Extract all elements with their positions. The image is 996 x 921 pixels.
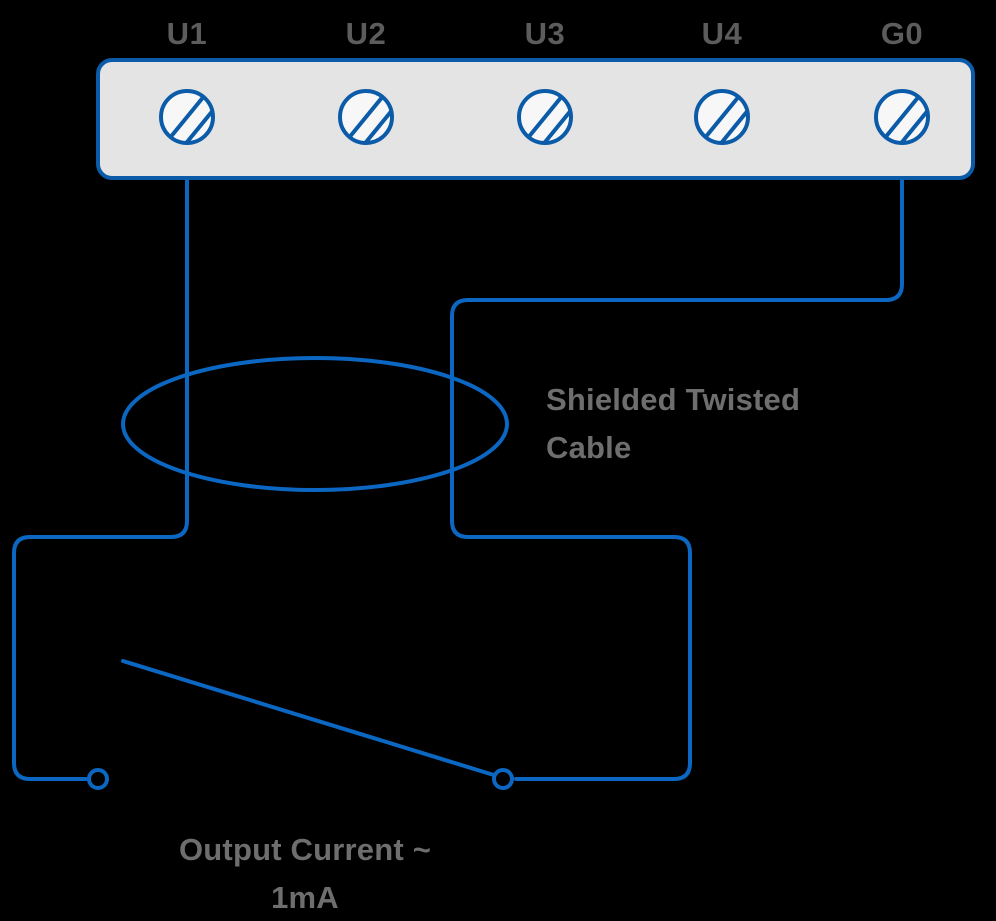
terminal-label-g0: G0 bbox=[881, 16, 923, 51]
annotation-shielded-cable: Shielded Twisted Cable bbox=[546, 382, 800, 465]
screw-slot-line bbox=[707, 91, 748, 143]
switch-lever[interactable] bbox=[121, 659, 499, 778]
cable-label-line-1: Shielded Twisted bbox=[546, 382, 800, 417]
screw-slot-line bbox=[172, 91, 213, 143]
terminal-label-u4: U4 bbox=[702, 16, 743, 51]
screw-slot-line bbox=[887, 91, 928, 143]
cable-label-line-2: Cable bbox=[546, 430, 631, 465]
screw-slot-line bbox=[351, 91, 392, 143]
shielded-cable-ellipse bbox=[121, 356, 509, 492]
switch-contact-right-icon[interactable] bbox=[492, 768, 514, 790]
annotation-output-current: Output Current ~ 1mA bbox=[179, 832, 431, 915]
wire-u1 bbox=[12, 138, 189, 781]
output-label-line-2: 1mA bbox=[271, 880, 339, 915]
screw-slot-line bbox=[530, 91, 571, 143]
terminal-u4[interactable] bbox=[694, 84, 763, 158]
output-label-line-1: Output Current ~ bbox=[179, 832, 431, 867]
current-source-switch[interactable] bbox=[87, 659, 514, 790]
terminal-label-u3: U3 bbox=[525, 16, 566, 51]
wiring-harness bbox=[12, 138, 904, 781]
switch-contact-left-icon[interactable] bbox=[87, 768, 109, 790]
terminal-label-u2: U2 bbox=[346, 16, 387, 51]
wire-g0 bbox=[450, 138, 904, 781]
terminal-labels: U1 U2 U3 U4 G0 bbox=[167, 16, 923, 51]
terminal-label-u1: U1 bbox=[167, 16, 208, 51]
